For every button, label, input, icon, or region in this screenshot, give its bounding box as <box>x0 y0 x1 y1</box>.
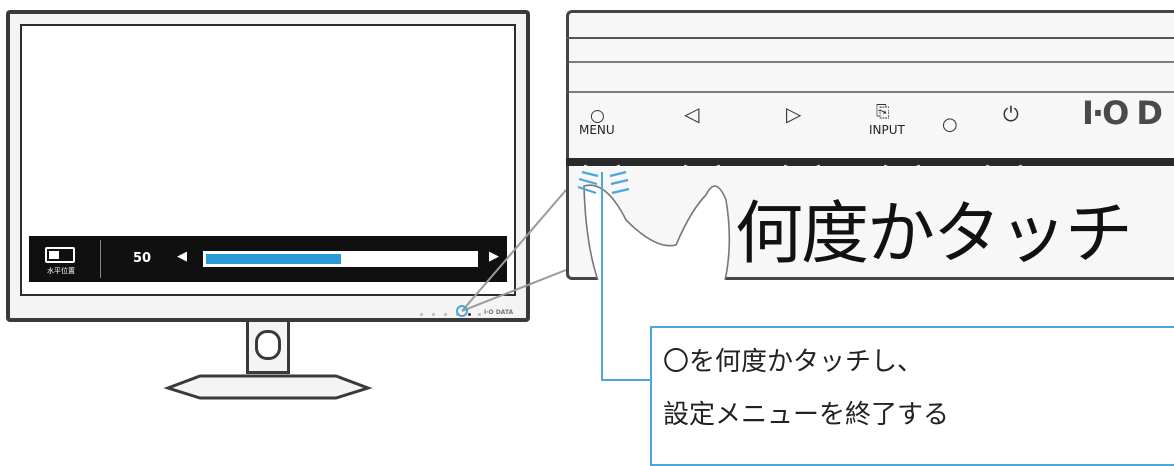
horizontal-position-icon-fill <box>49 251 59 259</box>
osd-left-arrow-icon[interactable]: ◀ <box>177 249 187 264</box>
stand-hole <box>255 330 281 360</box>
front-button-dot[interactable] <box>432 313 435 316</box>
zoom-panel <box>566 10 1174 280</box>
osd-slider-fill <box>206 254 341 264</box>
finger-outline <box>583 184 731 280</box>
front-logo: I·O DATA <box>484 309 514 316</box>
brand-logo: I·O D <box>1082 94 1163 132</box>
osd-label: 水平位置 <box>47 267 75 275</box>
illustration-svg <box>163 189 567 400</box>
front-button-dot-active[interactable] <box>468 313 471 316</box>
circle-icon[interactable]: ○ <box>590 106 605 126</box>
zoom-line-top <box>461 189 567 312</box>
horizontal-position-icon <box>45 247 75 263</box>
input-button-label: INPUT <box>869 123 905 137</box>
menu-button-label: MENU <box>579 123 615 137</box>
note-line-1: 〇を何度かタッチし、 <box>663 347 924 377</box>
zoom-line-bottom <box>461 269 567 312</box>
input-icon[interactable]: ⎘ <box>876 102 890 122</box>
stand-base <box>163 374 373 400</box>
front-button-dot[interactable] <box>420 313 423 316</box>
front-button-dot[interactable] <box>478 313 481 316</box>
callout-line <box>601 172 650 381</box>
osd-value: 50 <box>133 251 152 266</box>
triangle-left-icon[interactable]: ◁ <box>684 102 700 126</box>
zoom-focus-circle <box>456 305 468 317</box>
front-button-dot[interactable] <box>444 313 447 316</box>
note-line-2: 設定メニューを終了する <box>663 400 950 430</box>
triangle-right-icon[interactable]: ▷ <box>786 102 802 126</box>
osd-separator <box>100 240 101 278</box>
zoom-panel-detail <box>566 37 1174 280</box>
osd-right-arrow-icon[interactable]: ▶ <box>489 249 499 264</box>
touch-caption: 何度かタッチ <box>735 195 1133 274</box>
sensor-circle-icon: ○ <box>942 114 958 135</box>
power-icon[interactable]: ⏻ <box>1003 102 1019 126</box>
